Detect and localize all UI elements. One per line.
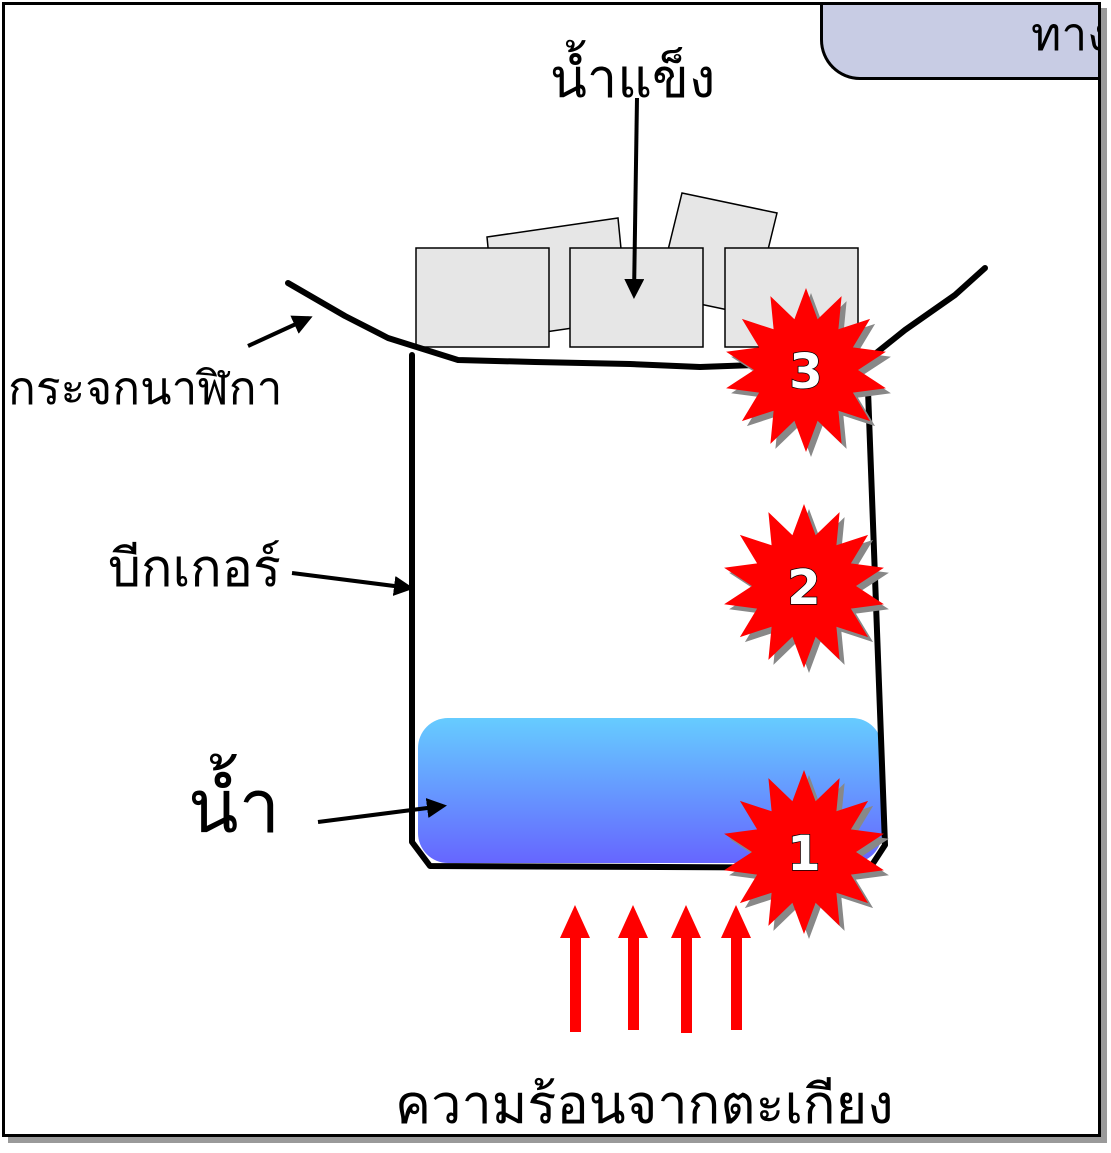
- heat-arrow-icon: [721, 905, 751, 1030]
- stage-markers: 1 2 3: [724, 288, 891, 939]
- heat-arrow-icon: [560, 905, 590, 1032]
- red-starburst-icon: [726, 288, 886, 452]
- watch-glass: [285, 265, 988, 370]
- water-pointer-arrow: [317, 798, 447, 824]
- water-label: น้ำ: [188, 764, 281, 850]
- heat-arrow-icon: [671, 905, 701, 1033]
- heat-arrows: [560, 905, 751, 1033]
- ice-cube-middle: [569, 247, 704, 348]
- title-tab-text: ทาง: [1031, 7, 1098, 61]
- ice-pointer-arrow: [624, 97, 645, 299]
- diagram-frame: ทาง: [2, 2, 1101, 1137]
- beaker: [409, 352, 888, 871]
- watch-glass-label: กระจกนาฬิกา: [8, 361, 283, 415]
- heat-label: ความร้อนจากตะเกียง: [395, 1073, 894, 1136]
- beaker-label: บีกเกอร์: [108, 539, 281, 599]
- stage-marker-2: 2: [724, 504, 889, 673]
- red-starburst-icon: [724, 770, 884, 934]
- stage-marker-1: 1: [724, 770, 889, 939]
- ice-cubes: [415, 192, 859, 348]
- stage-marker-number: 3: [789, 344, 822, 400]
- ice-cube-left: [415, 247, 550, 348]
- watch-glass-pointer-arrow: [247, 315, 313, 348]
- heat-arrow-icon: [618, 905, 648, 1030]
- beaker-pointer-arrow: [291, 571, 414, 596]
- stage-marker-3: 3: [726, 288, 891, 457]
- pointer-arrows: [247, 97, 645, 824]
- stage-marker-number: 2: [787, 560, 820, 616]
- stage-marker-number: 1: [787, 826, 820, 882]
- red-starburst-icon: [724, 504, 884, 668]
- ice-label: น้ำแข็ง: [550, 47, 716, 110]
- title-tab: ทาง: [820, 5, 1098, 80]
